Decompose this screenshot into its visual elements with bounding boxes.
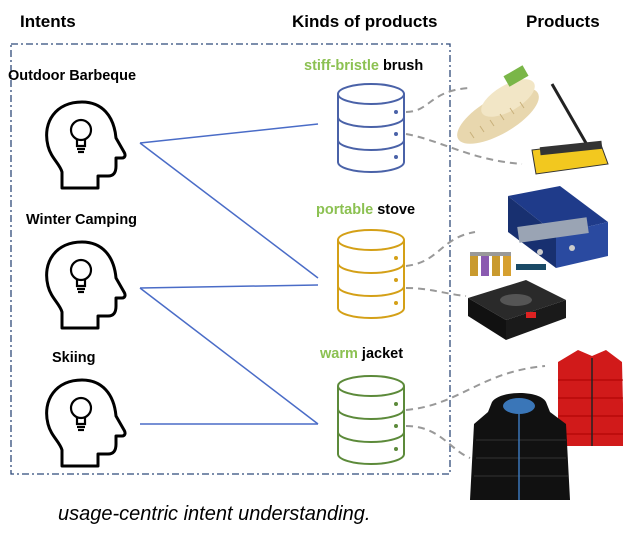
portable-burner-image (468, 280, 566, 340)
link-camping-stove (139, 284, 319, 289)
header-intents: Intents (20, 12, 76, 31)
kind-label-stove: portable stove (316, 202, 415, 218)
gas-canisters-image (470, 252, 546, 276)
kind-product-links (405, 87, 546, 459)
database-icon (337, 83, 405, 173)
header-products: Products (526, 12, 600, 31)
dashed-link-vest (405, 365, 546, 411)
camping-stove-image (508, 186, 608, 268)
database-icon (337, 229, 405, 319)
kind-label-brush: stiff-bristle brush (304, 58, 423, 74)
header-kinds: Kinds of products (292, 12, 437, 31)
kind-label-jacket: warm jacket (319, 346, 403, 362)
intent-label-2: Skiing (52, 350, 96, 366)
caption: usage-centric intent understanding. (58, 503, 370, 525)
red-vest-image (558, 350, 623, 446)
dashed-link-camp-stove (405, 231, 476, 267)
head-lightbulb-icon (45, 378, 127, 468)
dashed-link-jacket (405, 425, 471, 459)
intent-label-0: Outdoor Barbeque (8, 68, 136, 84)
intent-label-1: Winter Camping (26, 212, 137, 228)
dashed-link-burner (405, 287, 467, 297)
link-barbeque-brush (139, 123, 319, 144)
black-jacket-image (470, 393, 570, 500)
dashed-link-brush (405, 87, 471, 113)
database-icon (337, 375, 405, 465)
broom-image (531, 83, 609, 175)
link-barbeque-stove (139, 142, 319, 279)
brush-image (457, 65, 539, 144)
intent-kind-links (139, 123, 319, 425)
dashed-link-broom (405, 133, 523, 165)
head-lightbulb-icon (45, 100, 127, 190)
head-lightbulb-icon (45, 240, 127, 330)
link-camping-jacket (139, 287, 319, 425)
